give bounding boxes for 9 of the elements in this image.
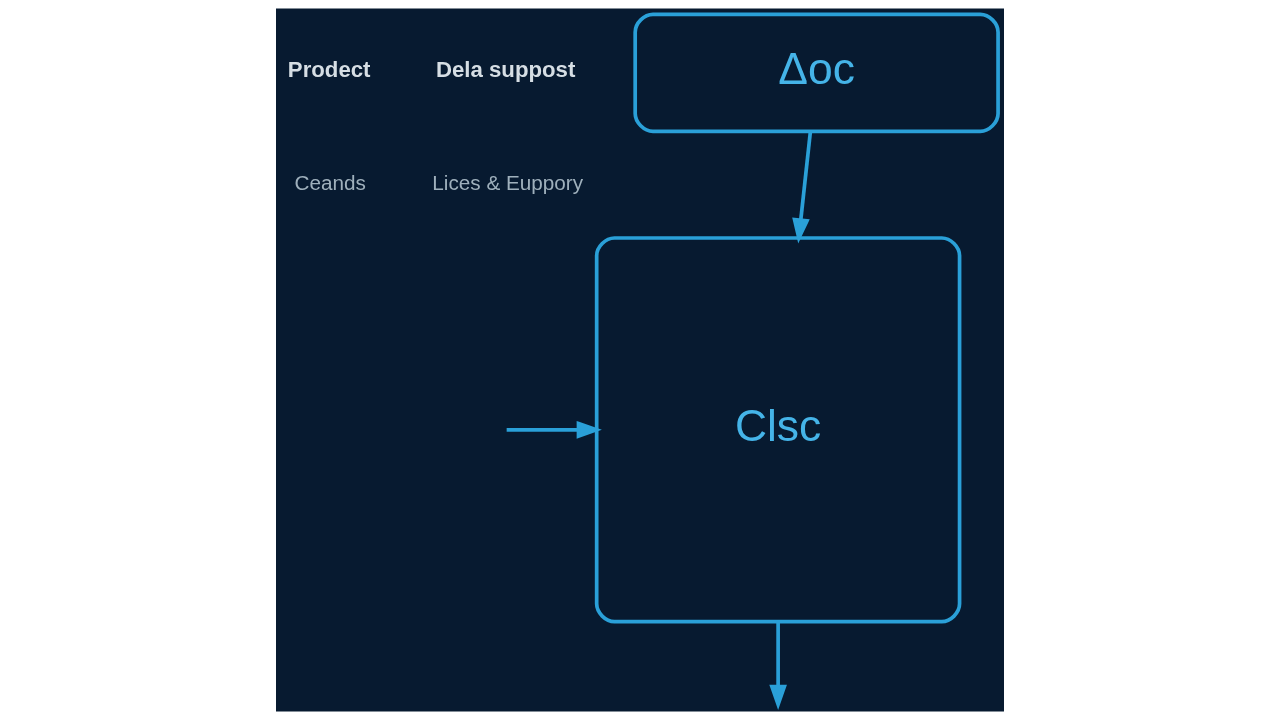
label: Dela suppost (435, 56, 576, 82)
node-box: Δoc (633, 12, 1000, 134)
label: Ceands (294, 171, 366, 195)
arrow (792, 131, 813, 244)
label: Lices & Euppory (432, 171, 584, 195)
arrow (769, 621, 787, 711)
node-box: Clsc (594, 236, 962, 624)
label: Prodect (287, 56, 371, 82)
arrow (506, 421, 602, 439)
